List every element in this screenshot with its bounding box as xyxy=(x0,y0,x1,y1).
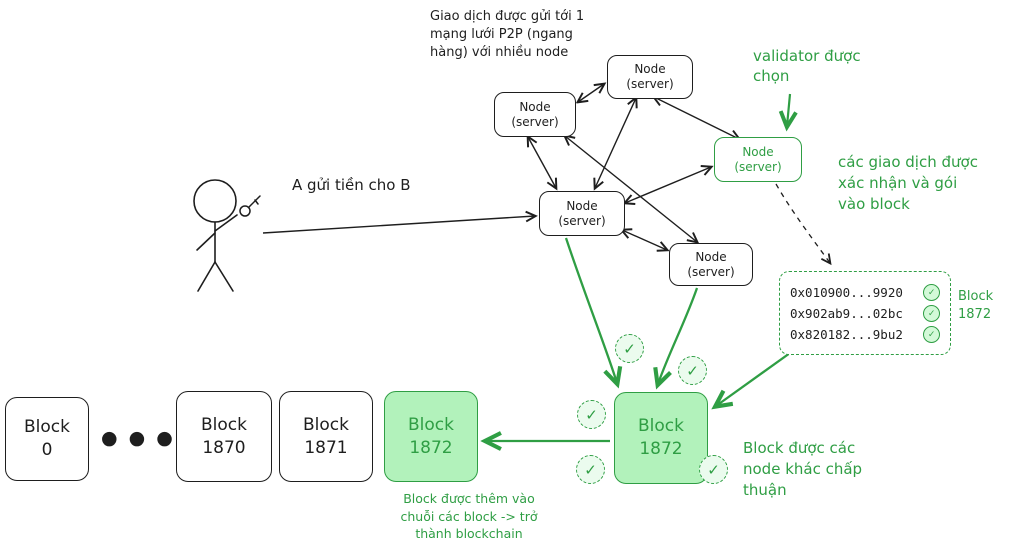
node-server-left: Node (server) xyxy=(494,92,576,137)
transaction-row: 0x902ab9...02bc ✓ xyxy=(790,304,940,322)
transaction-list-box: 0x010900...9920 ✓ 0x902ab9...02bc ✓ 0x82… xyxy=(779,271,951,355)
tx-hash: 0x820182...9bu2 xyxy=(790,326,903,342)
appended-label: Block được thêm vào chuỗi các block -> t… xyxy=(400,491,538,541)
approval-check-icon: ✓ xyxy=(576,455,605,484)
tx-hash: 0x010900...9920 xyxy=(790,284,903,300)
check-icon: ✓ xyxy=(923,325,940,343)
transaction-row: 0x010900...9920 ✓ xyxy=(790,283,940,301)
approval-check-icon: ✓ xyxy=(699,455,728,484)
check-icon: ✓ xyxy=(923,283,940,301)
approval-check-icon: ✓ xyxy=(678,356,707,385)
block-1872-chained: Block 1872 xyxy=(384,391,478,482)
node-server-top: Node (server) xyxy=(607,55,693,99)
ellipsis-dots: ● ● ● xyxy=(101,427,173,449)
confirmed-label: các giao dịch được xác nhận và gói vào b… xyxy=(838,153,978,213)
block-1870: Block 1870 xyxy=(176,391,272,482)
tx-hash: 0x902ab9...02bc xyxy=(790,305,903,321)
block-1872-pending: Block 1872 xyxy=(614,392,708,484)
node-server-validator: Node (server) xyxy=(714,137,802,182)
approval-check-icon: ✓ xyxy=(577,400,606,429)
person-figure xyxy=(193,179,238,292)
send-label: A gửi tiền cho B xyxy=(292,176,411,194)
key-icon xyxy=(239,195,261,217)
block-0: Block 0 xyxy=(5,397,89,481)
approved-label: Block được các node khác chấp thuận xyxy=(743,439,863,499)
node-server-middle: Node (server) xyxy=(539,191,625,236)
node-server-bottom: Node (server) xyxy=(669,243,753,286)
block-side-label: Block 1872 xyxy=(958,289,994,323)
block-1871: Block 1871 xyxy=(279,391,373,482)
validator-label: validator được chọn xyxy=(753,47,861,86)
approval-check-icon: ✓ xyxy=(615,334,644,363)
check-icon: ✓ xyxy=(923,304,940,322)
p2p-note: Giao dịch được gửi tới 1 mạng lưới P2P (… xyxy=(430,9,585,61)
transaction-row: 0x820182...9bu2 ✓ xyxy=(790,325,940,343)
